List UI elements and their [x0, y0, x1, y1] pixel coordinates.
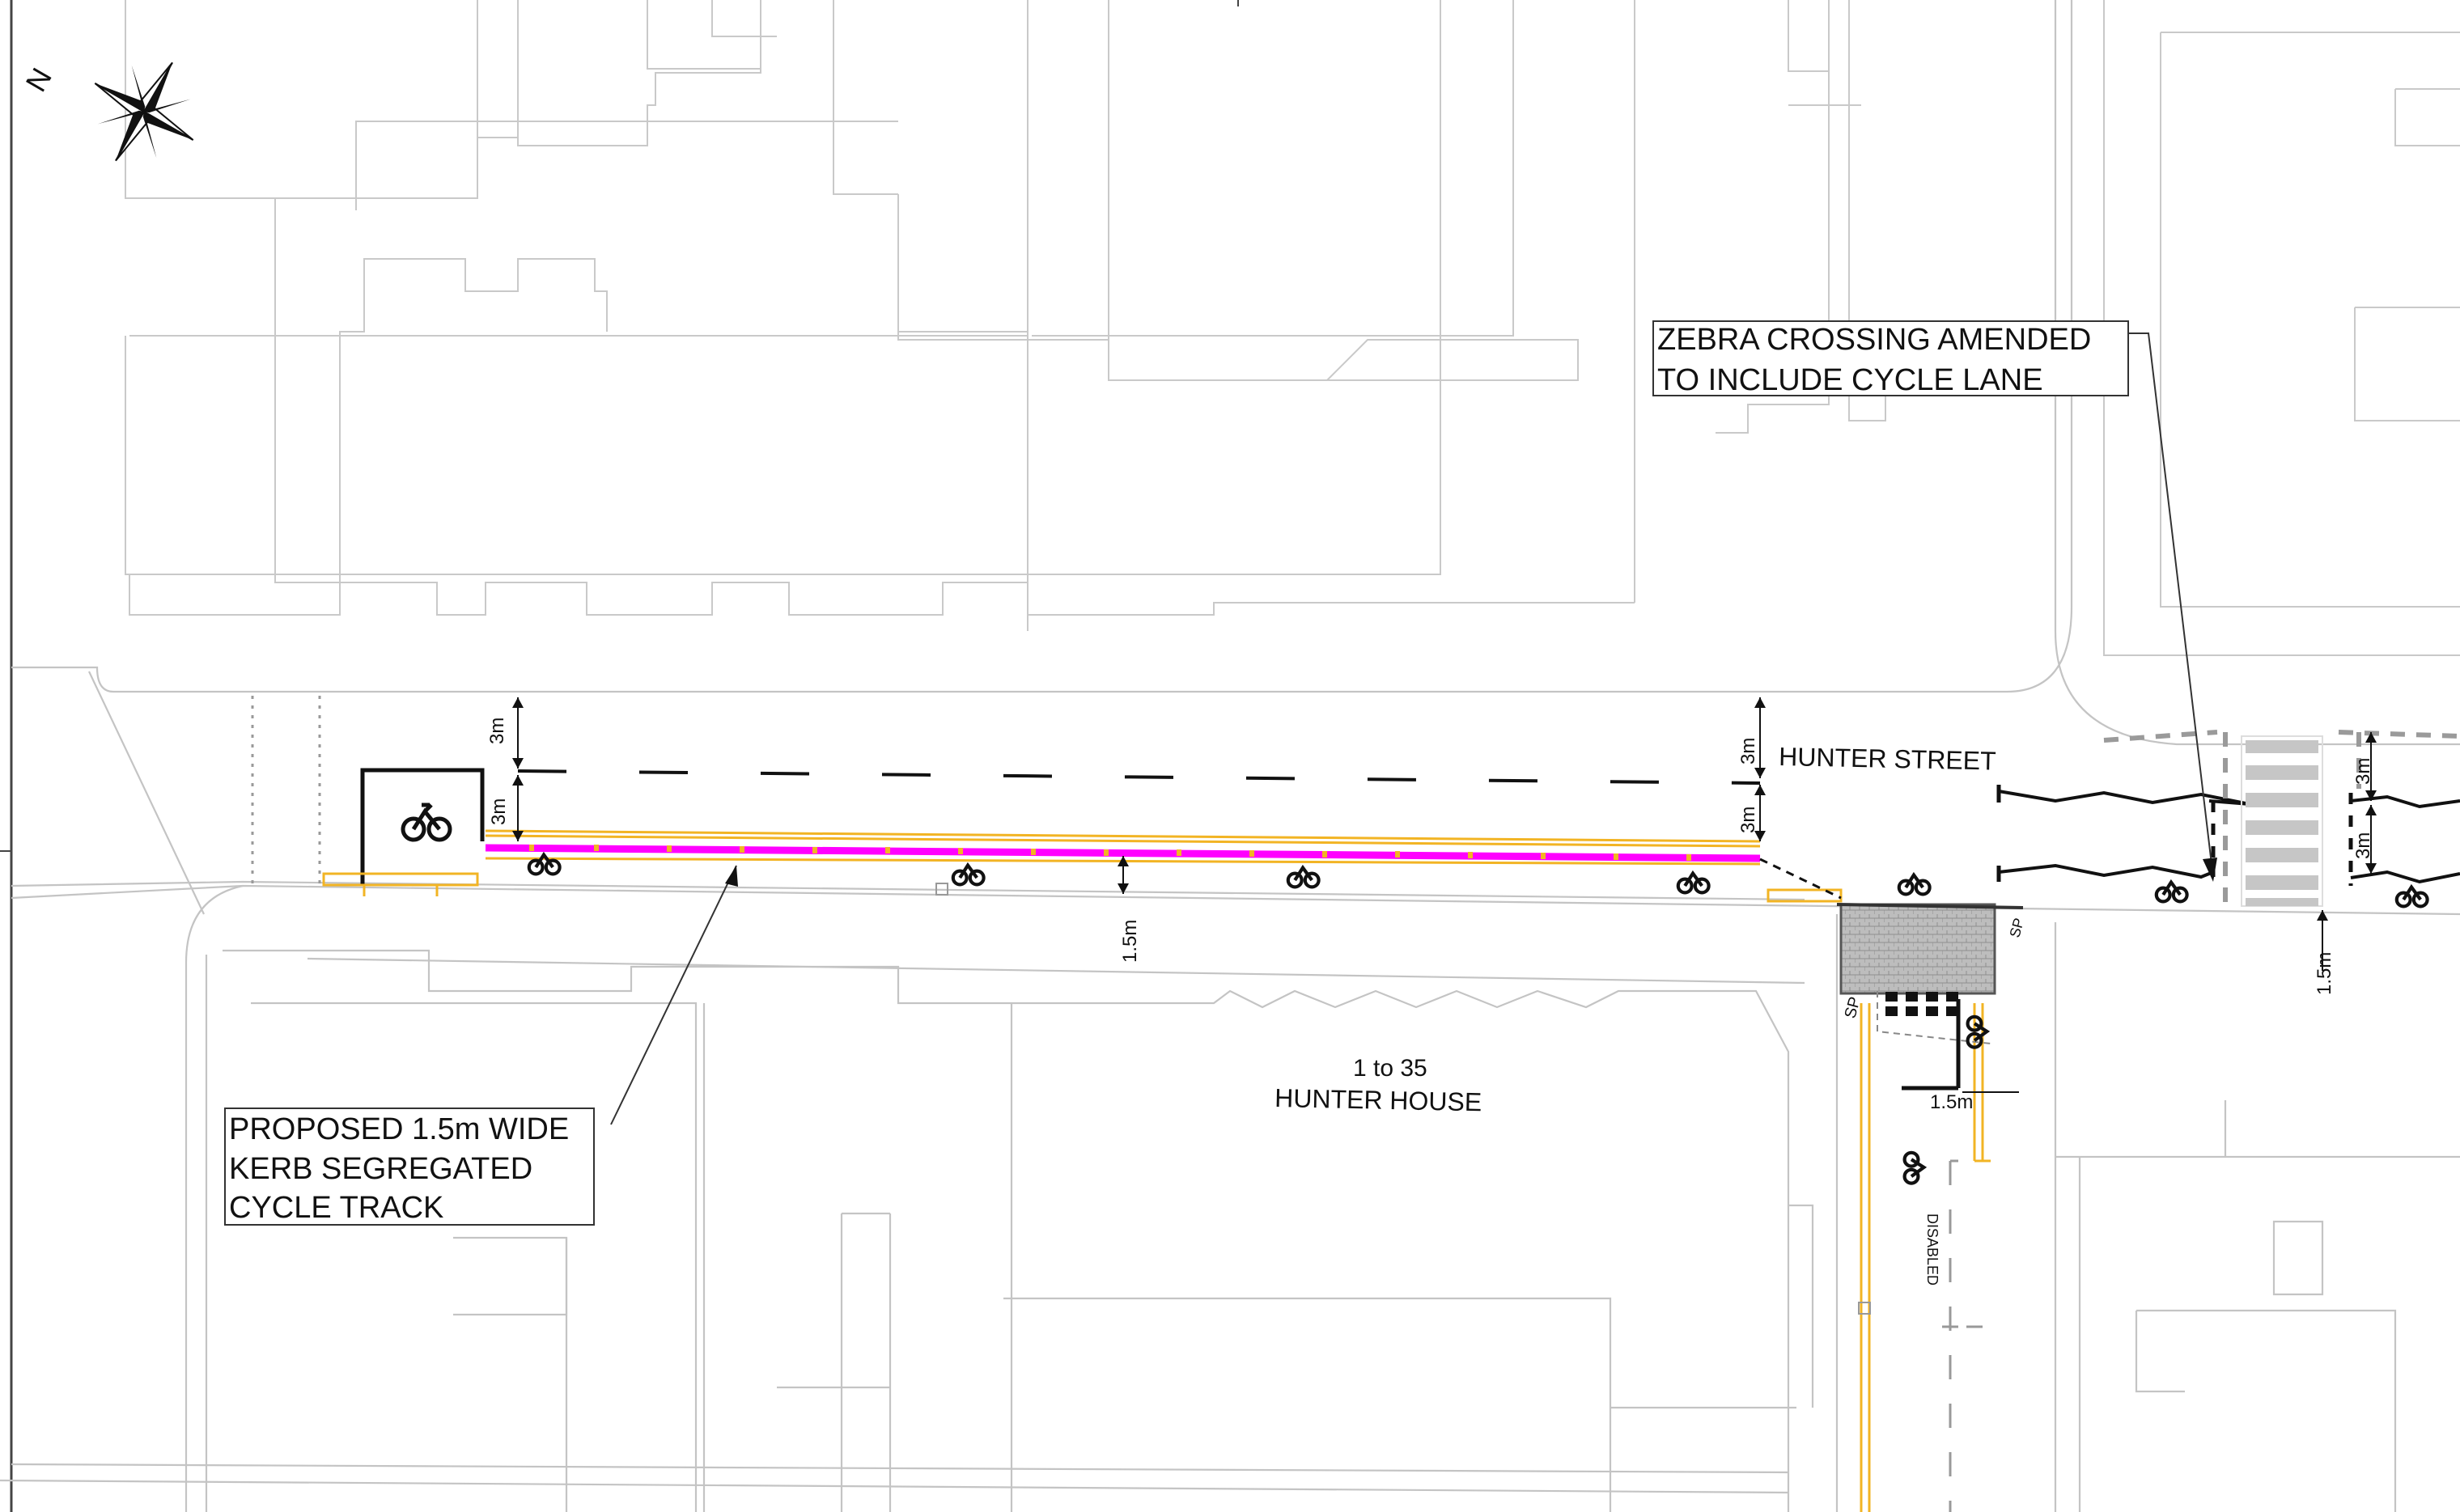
lane-marking — [517, 769, 1761, 785]
disabled-bay — [935, 883, 1983, 1512]
dim-3m-c: 3m — [1737, 738, 1759, 764]
zebra-callout-line-2: TO INCLUDE CYCLE LANE — [1657, 363, 2043, 397]
building-name-label: HUNTER HOUSE — [1275, 1083, 1482, 1116]
speed-table — [1836, 903, 2024, 1091]
disabled-bay-label: DISABLED — [1924, 1213, 1940, 1285]
callout-line-2: KERB SEGREGATED — [229, 1152, 532, 1186]
dim-1-5m-c: 1.5m — [2314, 952, 2335, 995]
sp-label-right: SP — [2007, 917, 2028, 939]
street-label: HUNTER STREET — [1779, 742, 1996, 776]
dimension-lines — [512, 697, 2377, 1093]
zebra-crossing-callout: ZEBRA CROSSING AMENDED TO INCLUDE CYCLE … — [1652, 320, 2129, 397]
building-number-label: 1 to 35 — [1353, 1055, 1427, 1082]
north-label: N — [19, 62, 58, 97]
dim-3m-e: 3m — [2352, 758, 2374, 785]
dim-3m-a: 3m — [486, 718, 508, 744]
bicycle-icon — [401, 803, 452, 842]
yellow-kerb-lines — [322, 829, 1991, 1512]
dim-1-5m-b: 1.5m — [1930, 1091, 1973, 1113]
advance-stop-box — [360, 768, 485, 884]
dim-3m-b: 3m — [488, 798, 510, 825]
taper-line — [1759, 858, 1842, 900]
dim-3m-d: 3m — [1737, 807, 1759, 833]
dim-3m-f: 3m — [2352, 832, 2374, 859]
zebra-callout-line-1: ZEBRA CROSSING AMENDED — [1657, 323, 2091, 357]
cycle-track-callout: PROPOSED 1.5m WIDE KERB SEGREGATED CYCLE… — [224, 1108, 595, 1226]
cycle-track — [485, 844, 1761, 862]
zig-zag-markings — [1996, 785, 2460, 886]
dim-1-5m-a: 1.5m — [1119, 920, 1141, 963]
frame — [0, 0, 1239, 1512]
zebra-crossing — [2103, 730, 2460, 910]
compass-rose-icon — [94, 61, 194, 162]
callout-line-3: CYCLE TRACK — [229, 1191, 443, 1225]
dotted-lines — [251, 696, 321, 886]
bicycle-icon — [527, 851, 2429, 1185]
callout-line-1: PROPOSED 1.5m WIDE — [229, 1112, 569, 1146]
callout-leaders — [610, 332, 2217, 1125]
